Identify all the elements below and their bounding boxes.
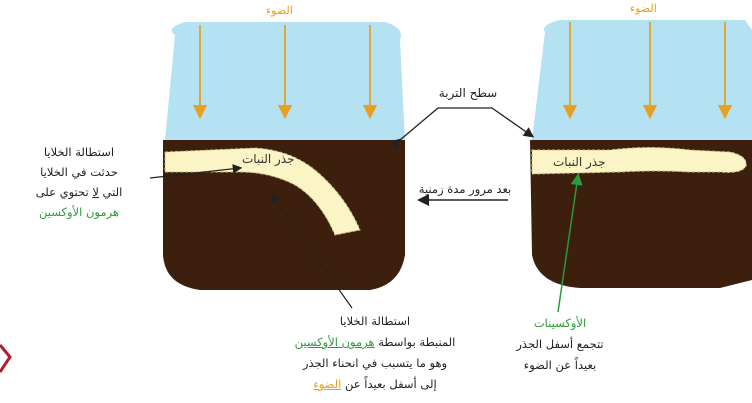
left-note-post: تحتوي على bbox=[36, 185, 89, 199]
left-note-line2: حدثت في الخلايا bbox=[4, 162, 154, 182]
root-label-right: جذر النبات bbox=[553, 155, 606, 169]
bottom-note-line1: استطالة الخلايا bbox=[270, 311, 480, 332]
soil-surface-pointer bbox=[400, 108, 532, 140]
auxin-note-line3: بعيداً عن الضوء bbox=[495, 355, 625, 376]
bottom-note-light: الضوء bbox=[313, 377, 341, 391]
light-label-left: الضوء bbox=[266, 4, 293, 17]
auxin-note: الأوكسينات تتجمع أسفل الجذر بعيداً عن ال… bbox=[495, 313, 625, 376]
left-note-pre: التي bbox=[103, 185, 123, 199]
left-note-line1: استطالة الخلايا bbox=[4, 142, 154, 162]
bottom-note-line4: إلى أسفل بعيداً عن الضوء bbox=[270, 374, 480, 395]
left-note-line3: التي لا تحتوي على bbox=[4, 182, 154, 202]
bottom-note-pre2: إلى أسفل بعيداً عن bbox=[345, 377, 437, 391]
bottom-note: استطالة الخلايا المنبطة بواسطة هرمون الأ… bbox=[270, 311, 480, 395]
auxin-note-line2: تتجمع أسفل الجذر bbox=[495, 334, 625, 355]
auxin-note-title: الأوكسينات bbox=[495, 313, 625, 334]
left-note-hormone: هرمون الأوكسين bbox=[4, 202, 154, 222]
soil-surface-label: سطح التربة bbox=[438, 84, 498, 103]
time-label: بعد مرور مدة زمنية bbox=[410, 180, 520, 199]
root-label-left: جذر النبات bbox=[242, 152, 295, 166]
left-note: استطالة الخلايا حدثت في الخلايا التي لا … bbox=[4, 142, 154, 222]
light-label-right: الضوء bbox=[630, 2, 657, 15]
right-pot bbox=[530, 20, 752, 288]
left-note-neg: لا bbox=[92, 185, 99, 199]
bottom-note-hormone: هرمون الأوكسين bbox=[295, 335, 375, 349]
bottom-note-line3: وهو ما يتسبب في انحناء الجذر bbox=[270, 353, 480, 374]
bottom-note-pre: المنبطة بواسطة bbox=[378, 335, 455, 349]
right-sky-area bbox=[532, 20, 752, 140]
slide-edge-mark bbox=[0, 345, 10, 372]
bottom-note-line2: المنبطة بواسطة هرمون الأوكسين bbox=[270, 332, 480, 353]
